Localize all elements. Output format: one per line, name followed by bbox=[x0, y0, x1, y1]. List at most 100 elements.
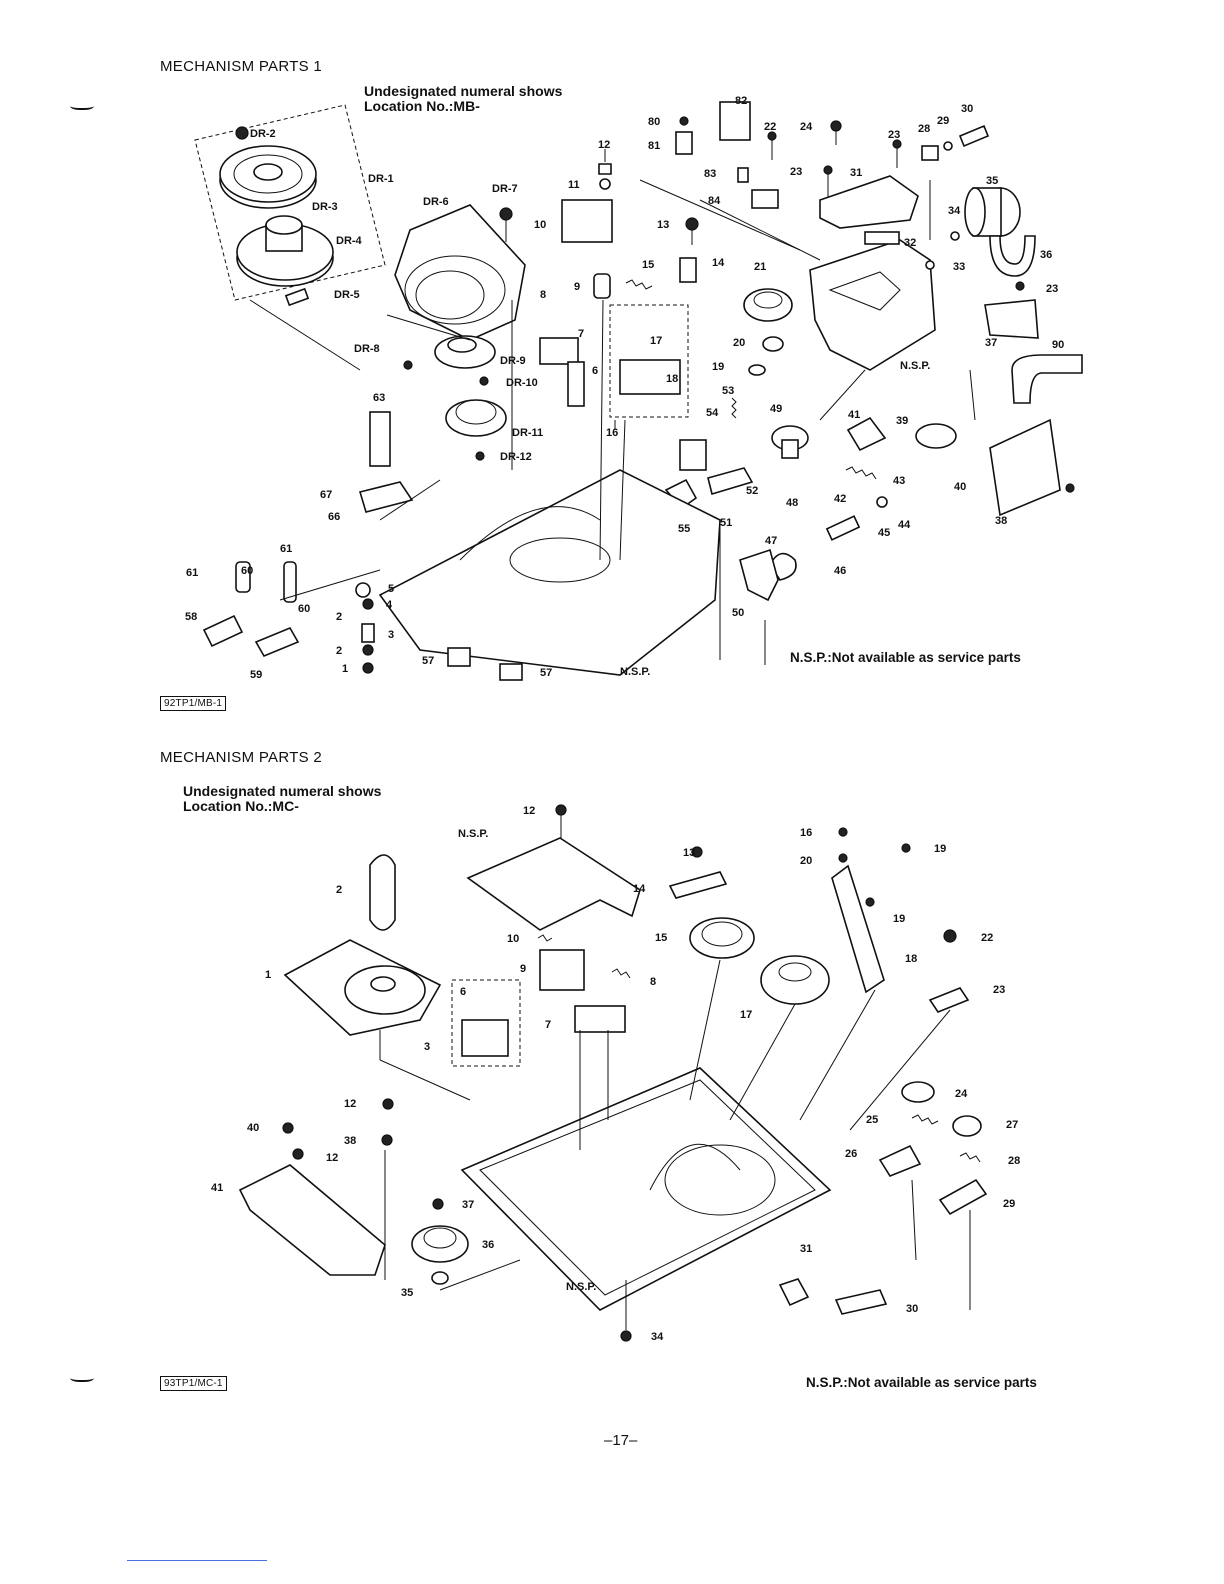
label-14: 14 bbox=[633, 883, 646, 895]
screw-22-part bbox=[767, 131, 777, 141]
part-7-part bbox=[539, 337, 579, 365]
gear-19-part bbox=[748, 364, 766, 376]
label-47: 47 bbox=[765, 535, 777, 547]
spring-43-part bbox=[845, 466, 877, 480]
label-60b: 60 bbox=[298, 603, 310, 615]
label-dr-8: DR-8 bbox=[354, 343, 380, 355]
gear-27-part bbox=[952, 1115, 982, 1137]
label-43: 43 bbox=[893, 475, 905, 487]
part-13-part bbox=[691, 846, 703, 858]
label-dr-10: DR-10 bbox=[506, 377, 538, 389]
label-22: 22 bbox=[764, 121, 776, 133]
label-50: 50 bbox=[732, 607, 744, 619]
part-41-part bbox=[846, 416, 887, 452]
label-41: 41 bbox=[211, 1182, 223, 1194]
label-35: 35 bbox=[401, 1287, 413, 1299]
label-49: 49 bbox=[770, 403, 782, 415]
section1-ref-code: 92TP1/MB-1 bbox=[160, 696, 227, 711]
washer-29-part bbox=[943, 141, 953, 151]
part-37-part bbox=[984, 299, 1039, 339]
part-31-part bbox=[778, 1278, 810, 1307]
label-23: 23 bbox=[790, 166, 802, 178]
label-20: 20 bbox=[733, 337, 745, 349]
section1-note-line2: Location No.:MB- bbox=[364, 98, 480, 114]
lever-50-part bbox=[739, 548, 779, 602]
label-28: 28 bbox=[1008, 1155, 1020, 1167]
label-35: 35 bbox=[986, 175, 998, 187]
screw-12c-part bbox=[292, 1148, 304, 1160]
margin-mark-top bbox=[70, 100, 94, 110]
part-82-part bbox=[719, 101, 751, 141]
dr5-bracket-part bbox=[284, 287, 310, 307]
label-7: 7 bbox=[545, 1019, 551, 1031]
screw-24-part bbox=[830, 120, 842, 132]
washer-11-part bbox=[599, 178, 611, 190]
label-80: 80 bbox=[648, 116, 660, 128]
label-6: 6 bbox=[592, 365, 598, 377]
section1-note-line1: Undesignated numeral shows bbox=[364, 83, 563, 99]
label-10: 10 bbox=[507, 933, 519, 945]
part-39-part bbox=[915, 423, 957, 449]
belt-36-part bbox=[989, 235, 1036, 277]
main-chassis-part bbox=[809, 231, 936, 371]
label-11: 11 bbox=[568, 179, 580, 191]
gear-15-part bbox=[689, 917, 755, 959]
label-dr-5: DR-5 bbox=[334, 289, 360, 301]
label-9: 9 bbox=[520, 963, 526, 975]
label-2: 2 bbox=[336, 884, 342, 896]
label-22: 22 bbox=[981, 932, 993, 944]
label-37: 37 bbox=[462, 1199, 474, 1211]
label-34: 34 bbox=[948, 205, 961, 217]
label-24: 24 bbox=[955, 1088, 968, 1100]
label-24: 24 bbox=[800, 121, 813, 133]
flywheel-1-part bbox=[283, 939, 442, 1036]
spring-8-part bbox=[611, 968, 631, 979]
part-6-part bbox=[567, 361, 585, 407]
dr9-part bbox=[434, 335, 496, 369]
label-19: 19 bbox=[934, 843, 946, 855]
motor-35-part bbox=[964, 187, 1021, 237]
label-36: 36 bbox=[482, 1239, 494, 1251]
part-44-part bbox=[876, 496, 888, 508]
label-37: 37 bbox=[985, 337, 997, 349]
label-41: 41 bbox=[848, 409, 860, 421]
part-3-part bbox=[361, 623, 375, 643]
part-23-part bbox=[928, 987, 970, 1013]
dr11-pulley-part bbox=[445, 399, 507, 437]
exploded-diagram-mechanism-parts-2: N.S.P. N.S.P. 1 2 3 6 7 8 9 10 12 12 12 … bbox=[211, 804, 1020, 1343]
section2-nsp-note: N.S.P.:Not available as service parts bbox=[806, 1375, 1037, 1390]
part-84-part bbox=[751, 189, 779, 209]
label-14: 14 bbox=[712, 257, 725, 269]
label-52: 52 bbox=[746, 485, 758, 497]
label-dr-4: DR-4 bbox=[336, 235, 363, 247]
label-3: 3 bbox=[388, 629, 394, 641]
part-57-part bbox=[447, 647, 471, 667]
label-58: 58 bbox=[185, 611, 197, 623]
belt-2-part bbox=[369, 854, 396, 931]
label-23c: 23 bbox=[1046, 283, 1058, 295]
spring-10-part bbox=[537, 934, 553, 942]
section2-ref-code: 93TP1/MC-1 bbox=[160, 1376, 227, 1391]
section1-title: MECHANISM PARTS 1 bbox=[160, 58, 323, 75]
label-40: 40 bbox=[954, 481, 966, 493]
screw-12-top-part bbox=[555, 804, 567, 816]
label-15: 15 bbox=[642, 259, 654, 271]
page-number: –17– bbox=[604, 1432, 638, 1449]
part-66-part bbox=[358, 481, 414, 513]
label-31: 31 bbox=[850, 167, 862, 179]
part-1-part bbox=[362, 662, 374, 674]
label-9: 9 bbox=[574, 281, 580, 293]
part-61-part bbox=[235, 561, 251, 593]
screw-34-part bbox=[620, 1330, 632, 1342]
label-12c: 12 bbox=[326, 1152, 338, 1164]
cover-38-part bbox=[989, 418, 1061, 517]
label-84: 84 bbox=[708, 195, 721, 207]
gear-20-part bbox=[762, 336, 784, 352]
label-82: 82 bbox=[735, 95, 747, 107]
label-16: 16 bbox=[606, 427, 618, 439]
spring-15-part bbox=[625, 279, 653, 290]
spring-9-part bbox=[593, 273, 611, 299]
label-1: 1 bbox=[265, 969, 271, 981]
label-nsp-base: N.S.P. bbox=[566, 1281, 596, 1293]
part-90-part bbox=[1011, 354, 1083, 404]
